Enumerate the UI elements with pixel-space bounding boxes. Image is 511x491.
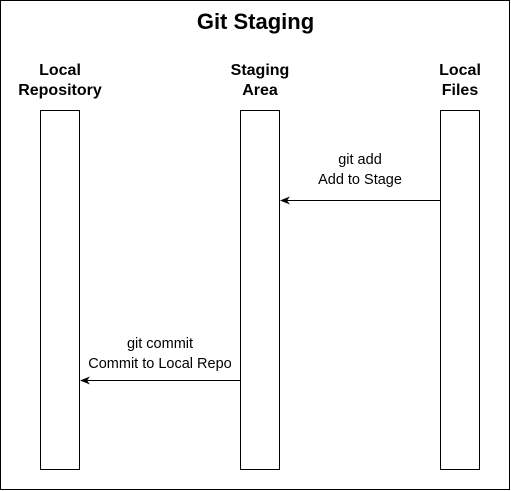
lifeline-staging-area <box>240 110 280 470</box>
lane-label-local-files: Local Files <box>400 61 511 101</box>
message-command: git commit <box>126 336 194 352</box>
lane-label-line: Files <box>441 82 479 99</box>
lane-label-staging-area: Staging Area <box>200 61 320 101</box>
message-label-git-commit: git commit Commit to Local Repo <box>70 334 250 374</box>
message-description: Commit to Local Repo <box>88 356 232 372</box>
lifeline-local-files <box>440 110 480 470</box>
lifeline-local-repository <box>40 110 80 470</box>
lane-label-line: Staging <box>230 62 290 79</box>
lane-label-line: Repository <box>18 82 102 99</box>
message-command: git add <box>338 152 382 168</box>
lane-label-line: Local <box>439 62 481 79</box>
diagram-title: Git Staging <box>196 9 315 34</box>
message-description: Add to Stage <box>318 172 402 188</box>
message-label-git-add: git add Add to Stage <box>280 150 440 190</box>
lane-label-local-repository: Local Repository <box>0 61 120 101</box>
lane-label-line: Area <box>242 82 278 99</box>
lane-label-line: Local <box>39 62 81 79</box>
